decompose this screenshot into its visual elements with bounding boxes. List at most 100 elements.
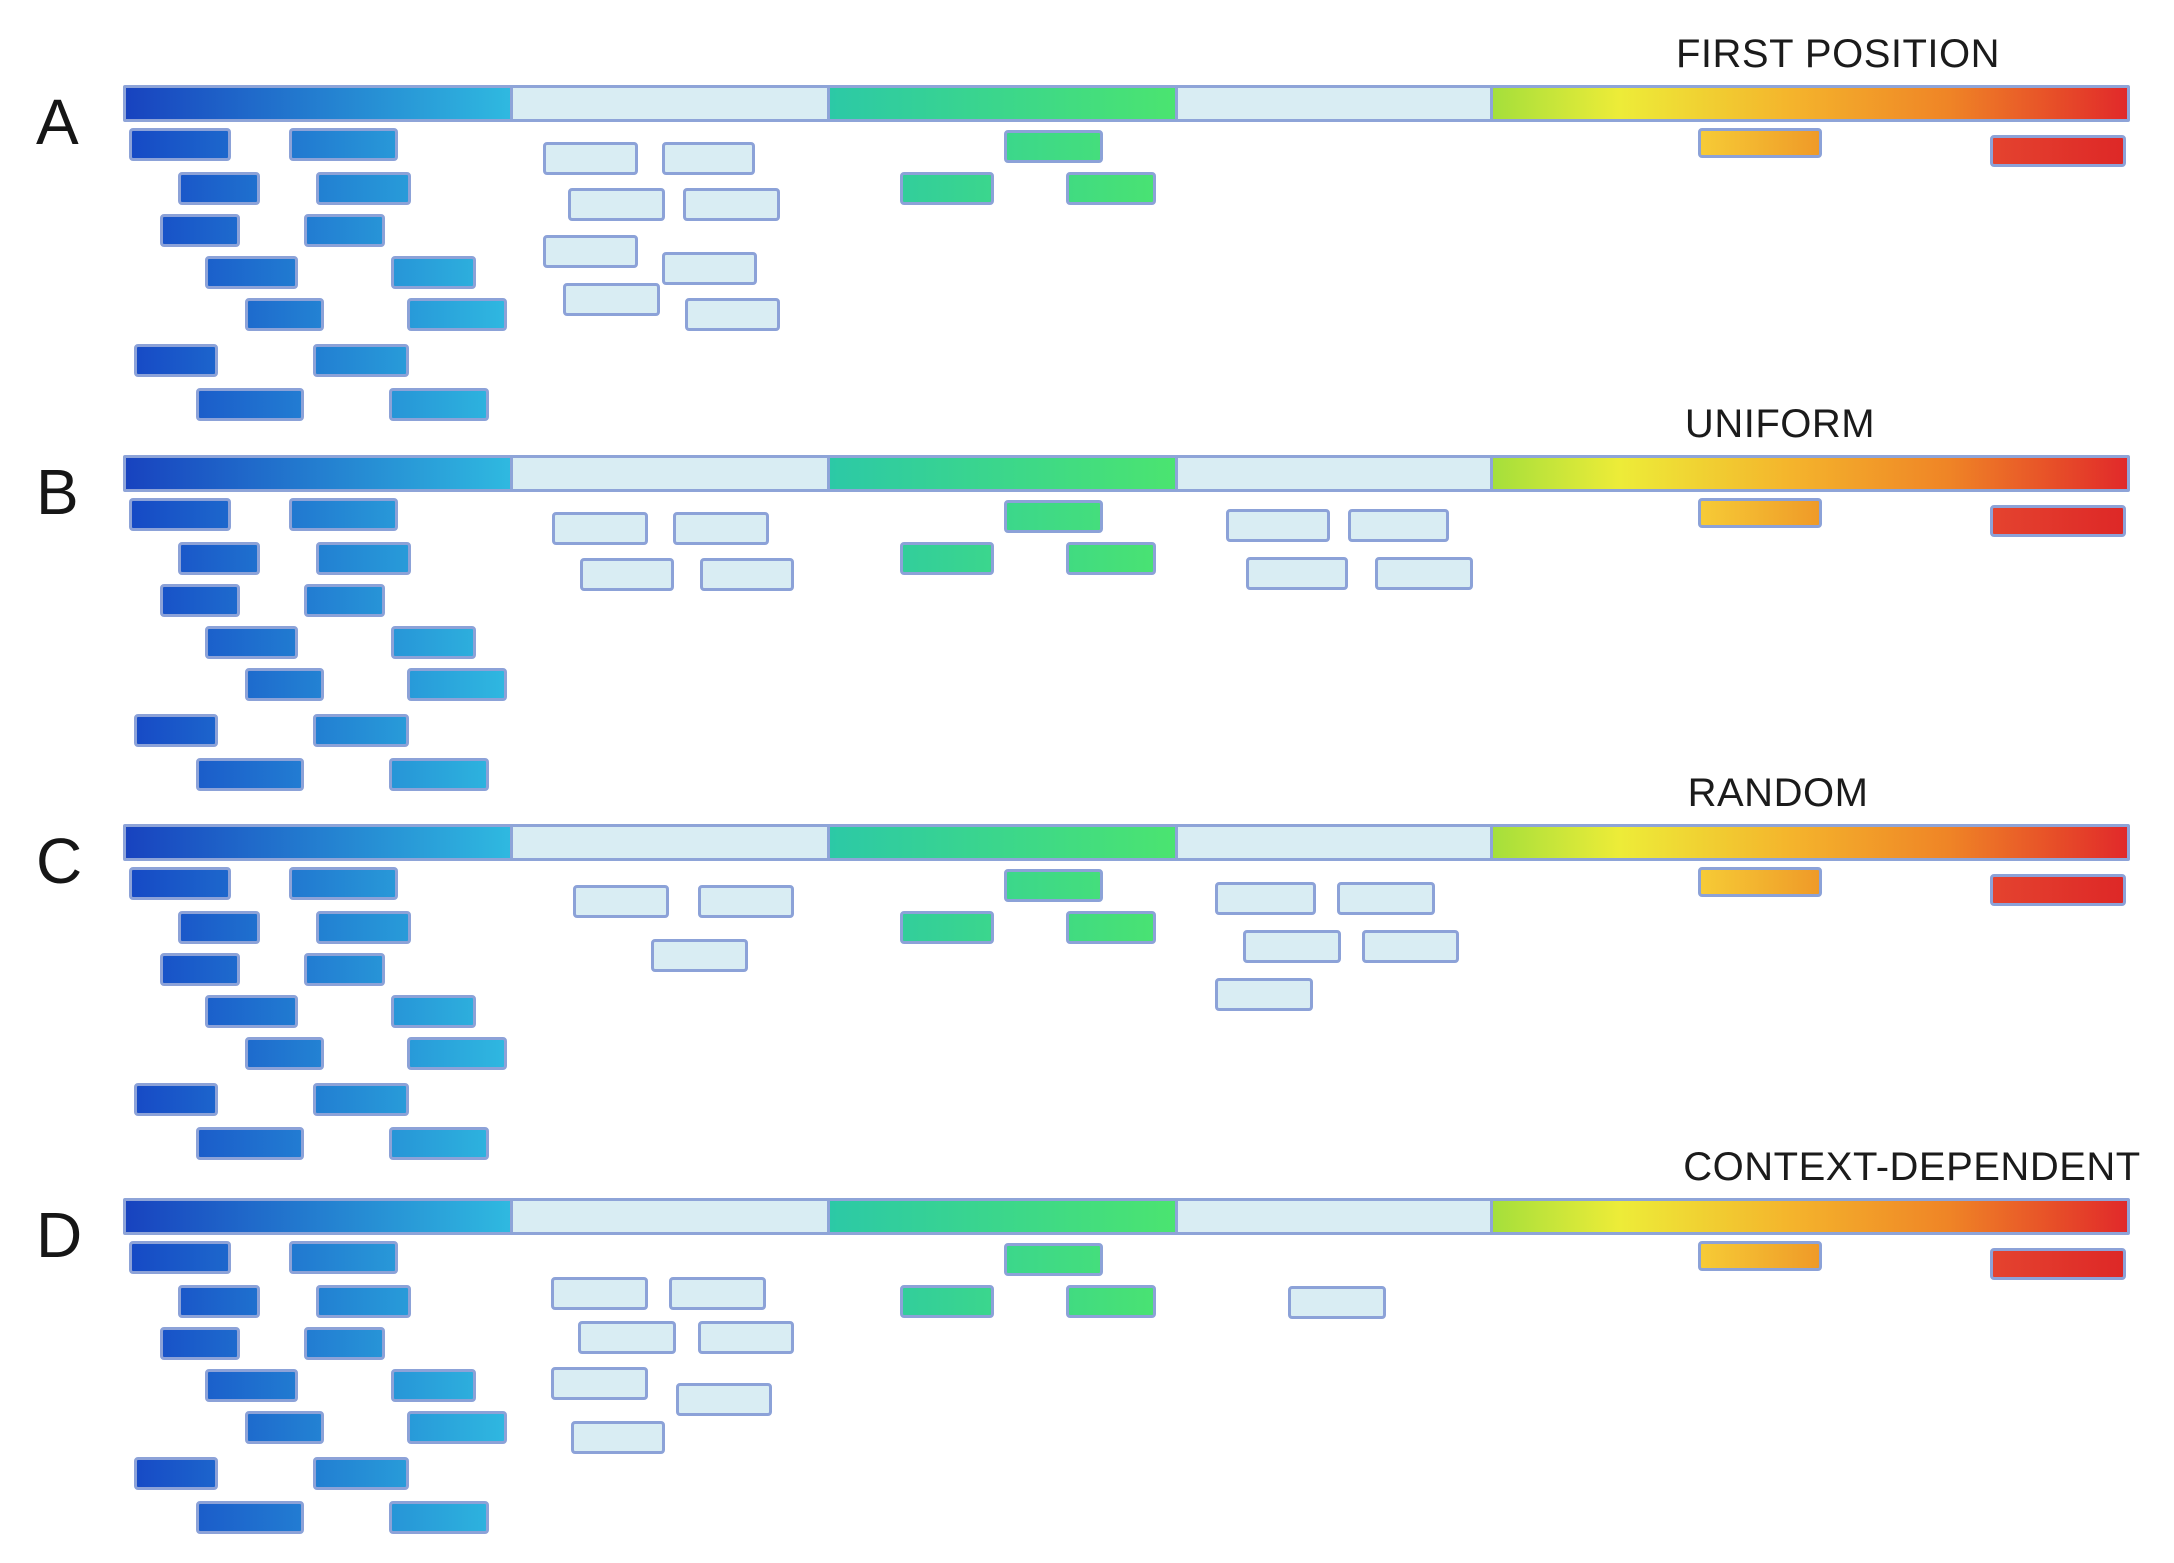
panel-c-segment-pale-region-2 bbox=[1175, 824, 1493, 861]
panel-a-read-pale-17 bbox=[683, 188, 780, 221]
panel-b-segment-pale-region-1 bbox=[510, 455, 830, 492]
panel-a-segment-pale-region-2 bbox=[1175, 85, 1493, 122]
panel-d-read-pale-17 bbox=[698, 1321, 794, 1354]
panel-d-read-blue-1 bbox=[289, 1241, 398, 1274]
panel-a-read-pale-16 bbox=[568, 188, 665, 221]
panel-a-read-blue-11 bbox=[313, 344, 409, 377]
panel-a-read-blue-12 bbox=[196, 388, 304, 421]
panel-b-segment-rainbow-gradient-region bbox=[1490, 455, 2130, 492]
panel-c-read-blue-11 bbox=[313, 1083, 409, 1116]
panel-a-read-blue-10 bbox=[134, 344, 218, 377]
panel-b-read-blue-7 bbox=[391, 626, 476, 659]
panel-a-read-pale-14 bbox=[543, 142, 638, 175]
panel-a-read-blue-4 bbox=[160, 214, 240, 247]
panel-c-read-blue-12 bbox=[196, 1127, 304, 1160]
panel-d-segment-pale-region-1 bbox=[510, 1198, 830, 1235]
panel-d-read-blue-12 bbox=[196, 1501, 304, 1534]
panel-d-read-blue-2 bbox=[178, 1285, 260, 1318]
panel-b-read-pale-17 bbox=[700, 558, 794, 591]
panel-d-read-pale-18 bbox=[551, 1367, 648, 1400]
panel-d-read-blue-6 bbox=[205, 1369, 298, 1402]
panel-c-read-green-18 bbox=[900, 911, 994, 944]
panel-c-read-blue-8 bbox=[245, 1037, 324, 1070]
panel-c-read-pale-24 bbox=[1215, 978, 1313, 1011]
panel-a-read-green-24 bbox=[1066, 172, 1156, 205]
panel-a-read-blue-2 bbox=[178, 172, 260, 205]
panel-b-read-blue-5 bbox=[304, 584, 385, 617]
panel-c-read-blue-7 bbox=[391, 995, 476, 1028]
panel-d-read-blue-7 bbox=[391, 1369, 476, 1402]
panel-c-read-pale-16 bbox=[651, 939, 748, 972]
panel-a-segment-pale-region-1 bbox=[510, 85, 830, 122]
panel-a-read-blue-8 bbox=[245, 298, 324, 331]
panel-b-read-blue-11 bbox=[313, 714, 409, 747]
panel-c-read-blue-13 bbox=[389, 1127, 489, 1160]
panel-b-read-pale-15 bbox=[673, 512, 769, 545]
panel-b-read-blue-10 bbox=[134, 714, 218, 747]
panel-a-segment-blue-gradient-region bbox=[123, 85, 513, 122]
panel-b-read-blue-13 bbox=[389, 758, 489, 791]
panel-d-read-pale-16 bbox=[578, 1321, 676, 1354]
panel-d-segment-pale-region-2 bbox=[1175, 1198, 1493, 1235]
panel-b-read-blue-8 bbox=[245, 668, 324, 701]
panel-a-read-blue-1 bbox=[289, 128, 398, 161]
panel-d-read-green-23 bbox=[1066, 1285, 1156, 1318]
panel-c-read-red-26 bbox=[1990, 874, 2126, 906]
panel-c-segment-green-gradient-region bbox=[827, 824, 1178, 861]
panel-b-read-pale-21 bbox=[1226, 509, 1330, 542]
panel-a-read-pale-21 bbox=[685, 298, 780, 331]
panel-c-read-pale-14 bbox=[573, 885, 669, 918]
panel-b-read-pale-14 bbox=[552, 512, 648, 545]
panel-b-read-orange-25 bbox=[1698, 498, 1822, 528]
panel-b-read-green-20 bbox=[1066, 542, 1156, 575]
panel-d-segment-rainbow-gradient-region bbox=[1490, 1198, 2130, 1235]
panel-a-read-green-22 bbox=[1004, 130, 1103, 163]
panel-d-read-green-21 bbox=[1004, 1243, 1103, 1276]
panel-c-read-pale-21 bbox=[1337, 882, 1435, 915]
panel-d-read-pale-19 bbox=[676, 1383, 772, 1416]
panel-c-read-green-17 bbox=[1004, 869, 1103, 902]
panel-b-read-blue-3 bbox=[316, 542, 411, 575]
panel-a-read-pale-20 bbox=[563, 283, 660, 316]
panel-a-segment-green-gradient-region bbox=[827, 85, 1178, 122]
panel-c-read-blue-10 bbox=[134, 1083, 218, 1116]
panel-d-read-blue-4 bbox=[160, 1327, 240, 1360]
panel-d-segment-blue-gradient-region bbox=[123, 1198, 513, 1235]
panel-b-read-blue-6 bbox=[205, 626, 298, 659]
panel-b-read-blue-0 bbox=[129, 498, 231, 531]
panel-a-read-pale-18 bbox=[543, 235, 638, 268]
panel-b-segment-green-gradient-region bbox=[827, 455, 1178, 492]
panel-c-read-blue-5 bbox=[304, 953, 385, 986]
panel-d-read-blue-10 bbox=[134, 1457, 218, 1490]
panel-b-read-blue-2 bbox=[178, 542, 260, 575]
panel-b-segment-pale-region-2 bbox=[1175, 455, 1493, 492]
panel-d-read-blue-5 bbox=[304, 1327, 385, 1360]
panel-c-read-blue-3 bbox=[316, 911, 411, 944]
panel-a-read-blue-7 bbox=[391, 256, 476, 289]
panel-b-title: UNIFORM bbox=[1684, 402, 1876, 446]
panel-d-read-red-26 bbox=[1990, 1248, 2126, 1280]
panel-a-read-blue-3 bbox=[316, 172, 411, 205]
panel-b-letter: B bbox=[36, 456, 79, 528]
panel-d-segment-green-gradient-region bbox=[827, 1198, 1178, 1235]
panel-b-read-blue-12 bbox=[196, 758, 304, 791]
panel-d-read-pale-14 bbox=[551, 1277, 648, 1310]
panel-c-read-green-19 bbox=[1066, 911, 1156, 944]
panel-c-segment-pale-region-1 bbox=[510, 824, 830, 861]
panel-c-segment-rainbow-gradient-region bbox=[1490, 824, 2130, 861]
panel-b-read-red-26 bbox=[1990, 505, 2126, 537]
panel-c-segment-blue-gradient-region bbox=[123, 824, 513, 861]
panel-b-read-pale-24 bbox=[1375, 557, 1473, 590]
panel-d-read-blue-9 bbox=[407, 1411, 507, 1444]
panel-a-read-pale-15 bbox=[662, 142, 755, 175]
panel-c-read-pale-23 bbox=[1362, 930, 1459, 963]
panel-a-read-orange-25 bbox=[1698, 128, 1822, 158]
panel-d-read-pale-24 bbox=[1288, 1286, 1386, 1319]
panel-a-read-blue-6 bbox=[205, 256, 298, 289]
panel-b-read-green-19 bbox=[900, 542, 994, 575]
panel-d-read-green-22 bbox=[900, 1285, 994, 1318]
panel-a-read-blue-5 bbox=[304, 214, 385, 247]
panel-a-title: FIRST POSITION bbox=[1675, 32, 2001, 76]
panel-c-read-blue-1 bbox=[289, 867, 398, 900]
